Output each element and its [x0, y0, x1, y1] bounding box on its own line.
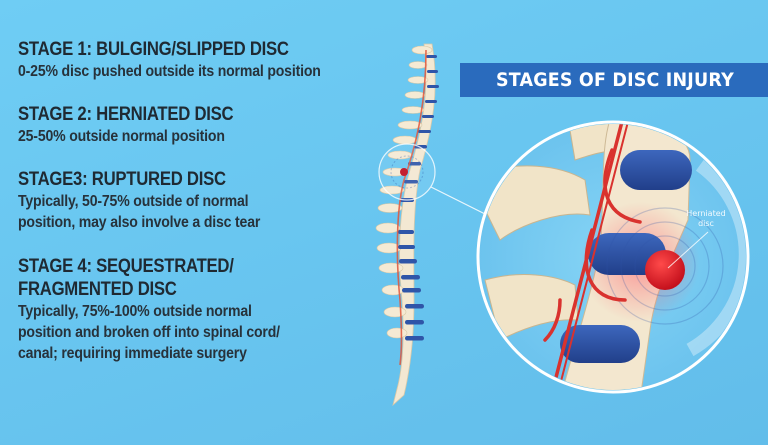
small-magnifier-icon [378, 143, 486, 215]
stage-1: STAGE 1: BULGING/SLIPPED DISC 0-25% disc… [18, 38, 388, 82]
stage-list: STAGE 1: BULGING/SLIPPED DISC 0-25% disc… [18, 38, 388, 382]
page-title: STAGES OF DISC INJURY [496, 69, 734, 91]
title-bar: STAGES OF DISC INJURY [460, 63, 768, 97]
stage-4-description-line-3: canal; requiring immediate surgery [18, 345, 247, 362]
stage-2-description: 25-50% outside normal position [18, 128, 225, 145]
stage-1-title: STAGE 1: BULGING/SLIPPED DISC [18, 39, 289, 60]
stage-4-title-line-2: FRAGMENTED DISC [18, 279, 177, 300]
spine-icon [375, 43, 439, 407]
stage-4-title-line-1: STAGE 4: SEQUESTRATED/ [18, 256, 234, 277]
stage-4: STAGE 4: SEQUESTRATED/ FRAGMENTED DISC T… [18, 255, 388, 364]
stage-3-title: STAGE3: RUPTURED DISC [18, 169, 226, 190]
stage-2: STAGE 2: HERNIATED DISC 25-50% outside n… [18, 103, 388, 147]
callout-line-2: disc [698, 219, 714, 228]
stage-2-title: STAGE 2: HERNIATED DISC [18, 104, 234, 125]
stage-3: STAGE3: RUPTURED DISC Typically, 50-75% … [18, 168, 388, 233]
stage-3-description-line-1: Typically, 50-75% outside of normal [18, 193, 249, 210]
herniated-disc-label: Herniated disc [676, 209, 736, 229]
stage-4-description-line-2: position and broken off into spinal cord… [18, 324, 280, 341]
stage-3-description-line-2: position, may also involve a disc tear [18, 214, 261, 231]
herniated-disc-closeup-icon [476, 120, 750, 394]
stage-1-description: 0-25% disc pushed outside its normal pos… [18, 63, 321, 80]
stage-4-description-line-1: Typically, 75%-100% outside normal [18, 303, 252, 320]
callout-line-1: Herniated [686, 209, 726, 218]
